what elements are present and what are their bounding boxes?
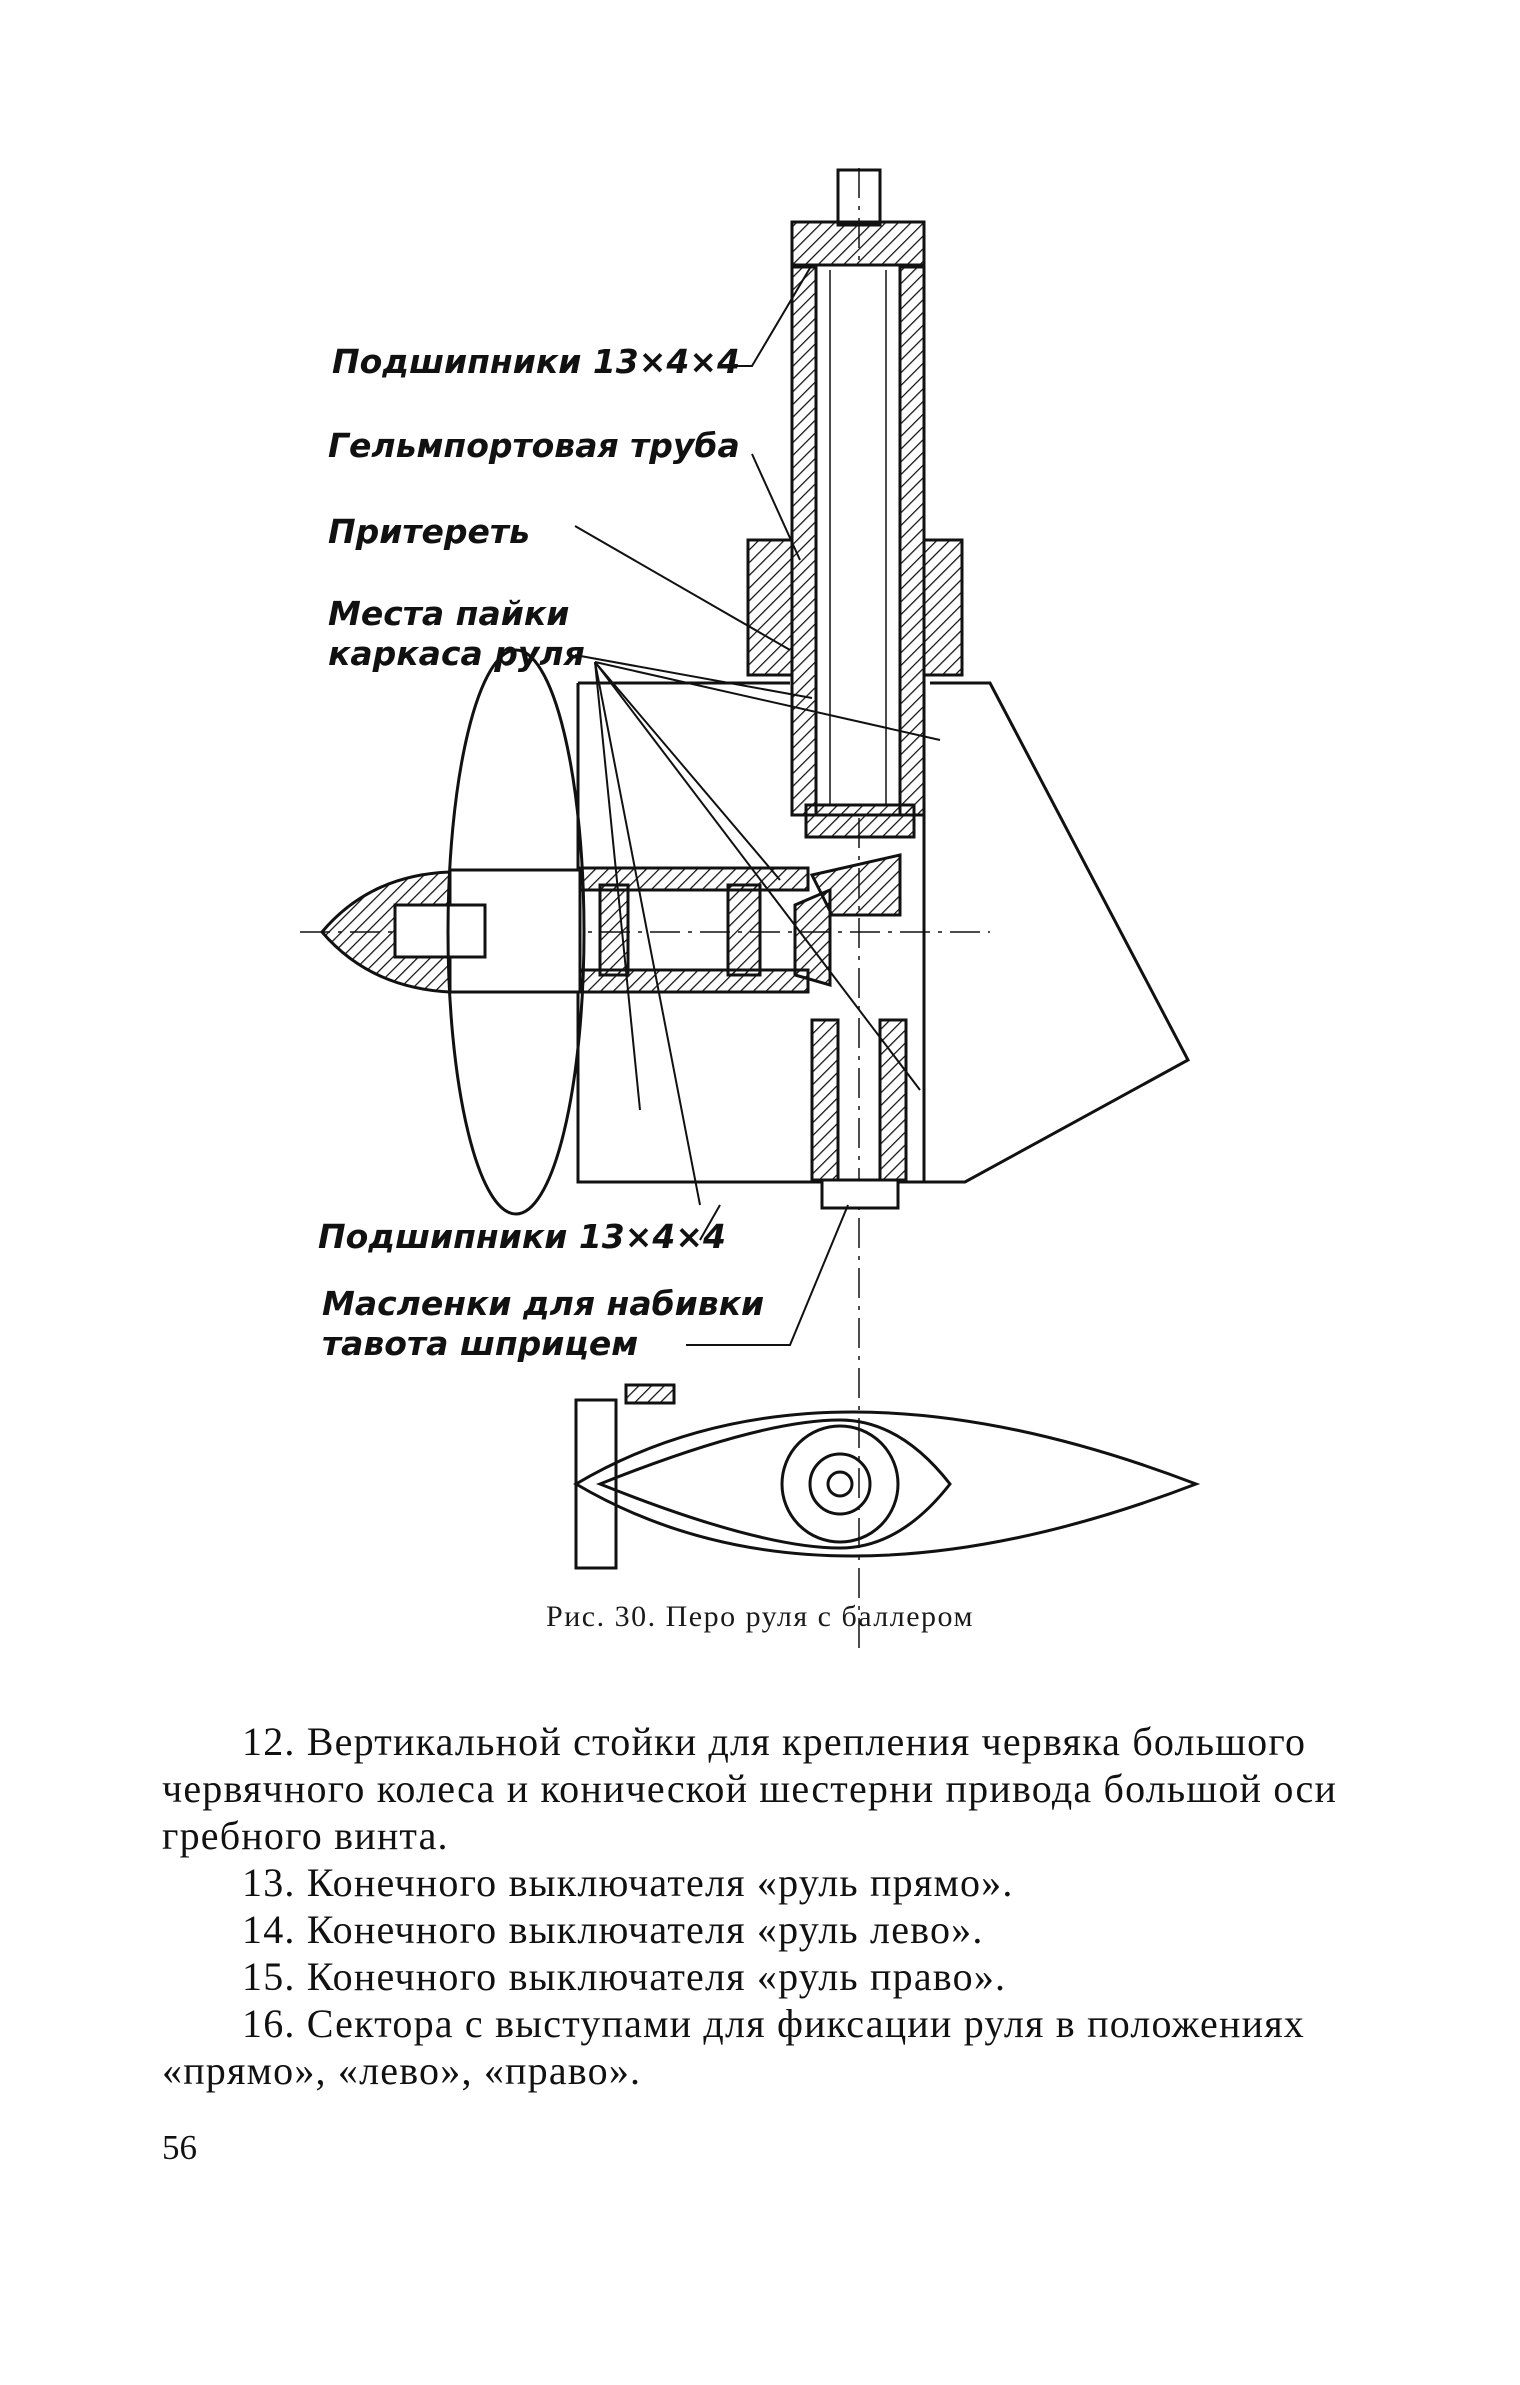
label-bearings-top: Подшипники 13×4×4: [332, 342, 740, 381]
list-item: 14. Конечного выключателя «руль лево».: [242, 1907, 984, 1952]
rudder-drawing: [300, 168, 1201, 1650]
list-item: 13. Конечного выключателя «руль прямо».: [242, 1860, 1014, 1905]
label-helm-tube: Гельмпортовая труба: [328, 426, 740, 465]
label-lap: Притереть: [328, 512, 530, 551]
label-solder-line1: Места пайки: [328, 594, 570, 633]
label-grease-line2: тавота шприцем: [322, 1324, 639, 1363]
label-grease-line1: Масленки для набивки: [322, 1284, 765, 1323]
figure-caption: Рис. 30. Перо руля с баллером: [546, 1600, 974, 1633]
label-solder-line2: каркаса руля: [328, 634, 585, 673]
page-number: 56: [162, 2128, 197, 2167]
list-item: 16. Сектора с выступами для фиксации рул…: [162, 2001, 1306, 2093]
body-text: 12. Вертикальной стойки для крепления че…: [162, 1718, 1358, 2094]
label-bearings-bottom: Подшипники 13×4×4: [318, 1217, 726, 1256]
rudder-figure: Подшипники 13×4×4 Гельмпортовая труба Пр…: [300, 168, 1201, 1650]
list-item: 15. Конечного выключателя «руль право».: [242, 1954, 1007, 1999]
list-item: 12. Вертикальной стойки для крепления че…: [162, 1719, 1338, 1858]
